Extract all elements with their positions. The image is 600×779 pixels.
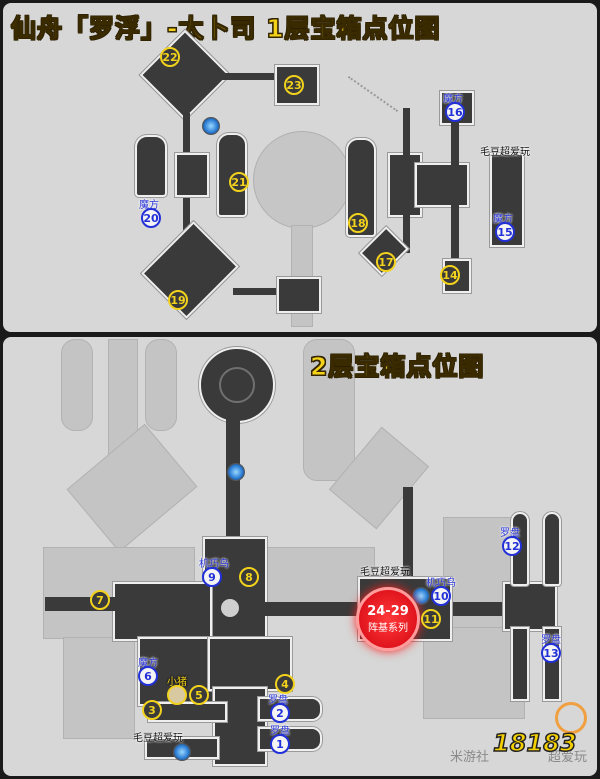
site-logo: 18183 — [492, 728, 577, 758]
corridor — [403, 213, 410, 253]
chest-marker-4[interactable]: 4 — [275, 674, 295, 694]
hall-1 — [258, 727, 322, 751]
pig-label: 小猪 — [167, 677, 187, 688]
marker-label-12: 罗盘 — [500, 528, 520, 539]
badge-range: 24-29 — [367, 604, 409, 619]
chest-marker-22[interactable]: 22 — [160, 47, 180, 67]
formation-series-badge[interactable]: 24-29 阵基系列 — [356, 587, 420, 651]
ghost-room — [303, 339, 355, 481]
note-label: 毛豆超爱玩 — [133, 733, 183, 744]
chest-marker-20[interactable]: 20 — [141, 208, 161, 228]
tower-n — [543, 512, 561, 586]
chest-marker-8[interactable]: 8 — [239, 567, 259, 587]
room-hub — [175, 153, 209, 197]
watermark-left: 米游社 — [450, 750, 490, 765]
floor1-map-panel: 仙舟「罗浮」-太卜司 1层宝箱点位图 22 23 魔方 16 毛豆超爱玩 21 … — [3, 3, 597, 332]
chest-marker-15[interactable]: 15 — [495, 222, 515, 242]
pedestal — [221, 599, 239, 617]
stair-corridor — [403, 487, 413, 602]
tower-s — [511, 627, 529, 701]
floor2-title: 2层宝箱点位图 — [309, 352, 485, 382]
marker-label-2: 罗盘 — [268, 695, 288, 706]
chest-marker-14[interactable]: 14 — [440, 265, 460, 285]
central-hall-ghost — [253, 131, 351, 229]
chest-marker-12[interactable]: 12 — [502, 536, 522, 556]
ghost-room — [145, 339, 177, 431]
chest-marker-3[interactable]: 3 — [142, 700, 162, 720]
dotted-path — [347, 75, 399, 113]
ghost-room — [63, 637, 135, 739]
chest-marker-21[interactable]: 21 — [229, 172, 249, 192]
chest-marker-23[interactable]: 23 — [284, 75, 304, 95]
chest-marker-19[interactable]: 19 — [168, 290, 188, 310]
room-w — [135, 135, 167, 197]
room-far-east — [503, 582, 557, 631]
room-e — [415, 163, 469, 207]
note-label: 毛豆超爱玩 — [360, 567, 410, 578]
room-west — [113, 582, 212, 641]
chest-marker-18[interactable]: 18 — [348, 213, 368, 233]
room-sw — [141, 221, 239, 319]
marker-label-15: 魔方 — [493, 214, 513, 225]
marker-label-9: 机巧鸟 — [199, 559, 229, 570]
corridor — [233, 288, 293, 295]
corridor — [451, 203, 459, 263]
piggy-icon[interactable] — [167, 685, 187, 705]
chest-marker-1[interactable]: 1 — [270, 734, 290, 754]
marker-label-6: 魔方 — [138, 658, 158, 669]
chest-marker-9[interactable]: 9 — [202, 567, 222, 587]
corridor — [403, 108, 410, 158]
hall-2 — [258, 697, 322, 721]
round-hall-inner — [219, 367, 255, 403]
corridor — [215, 73, 277, 80]
room-central — [203, 537, 267, 641]
chest-marker-6[interactable]: 6 — [138, 666, 158, 686]
teleport-anchor-icon[interactable] — [202, 117, 220, 135]
corridor — [451, 121, 459, 166]
floor2-map-panel: 2层宝箱点位图 24-29 阵基系列 毛豆超爱玩 机巧鸟 9 8 7 机巧鸟 1… — [3, 337, 597, 776]
chest-marker-2[interactable]: 2 — [270, 703, 290, 723]
marker-label-20: 魔方 — [139, 200, 159, 211]
chest-marker-10[interactable]: 10 — [431, 586, 451, 606]
marker-label-16: 魔方 — [443, 94, 463, 105]
round-hall — [199, 347, 275, 423]
watermark-right: 超爱玩 — [548, 750, 588, 765]
marker-label-10: 机巧鸟 — [426, 578, 456, 589]
ghost-room — [61, 339, 93, 431]
room-s — [213, 687, 267, 766]
teleport-anchor-icon[interactable] — [173, 743, 191, 761]
sun-logo-icon — [555, 702, 587, 734]
badge-text: 阵基系列 — [368, 623, 408, 634]
ghost-room — [66, 423, 198, 553]
chest-marker-13[interactable]: 13 — [541, 643, 561, 663]
floor1-title: 仙舟「罗浮」-太卜司 1层宝箱点位图 — [10, 14, 441, 44]
marker-label-13: 罗盘 — [541, 635, 561, 646]
chest-marker-16[interactable]: 16 — [445, 102, 465, 122]
teleport-anchor-icon[interactable] — [227, 463, 245, 481]
chest-marker-5[interactable]: 5 — [189, 685, 209, 705]
note-label: 毛豆超爱玩 — [480, 147, 530, 158]
chest-marker-7[interactable]: 7 — [90, 590, 110, 610]
chest-marker-17[interactable]: 17 — [376, 252, 396, 272]
room-s — [277, 277, 321, 313]
teleport-anchor-icon[interactable] — [412, 587, 430, 605]
chest-marker-11[interactable]: 11 — [421, 609, 441, 629]
ghost-room — [253, 547, 375, 609]
marker-label-1: 罗盘 — [270, 726, 290, 737]
